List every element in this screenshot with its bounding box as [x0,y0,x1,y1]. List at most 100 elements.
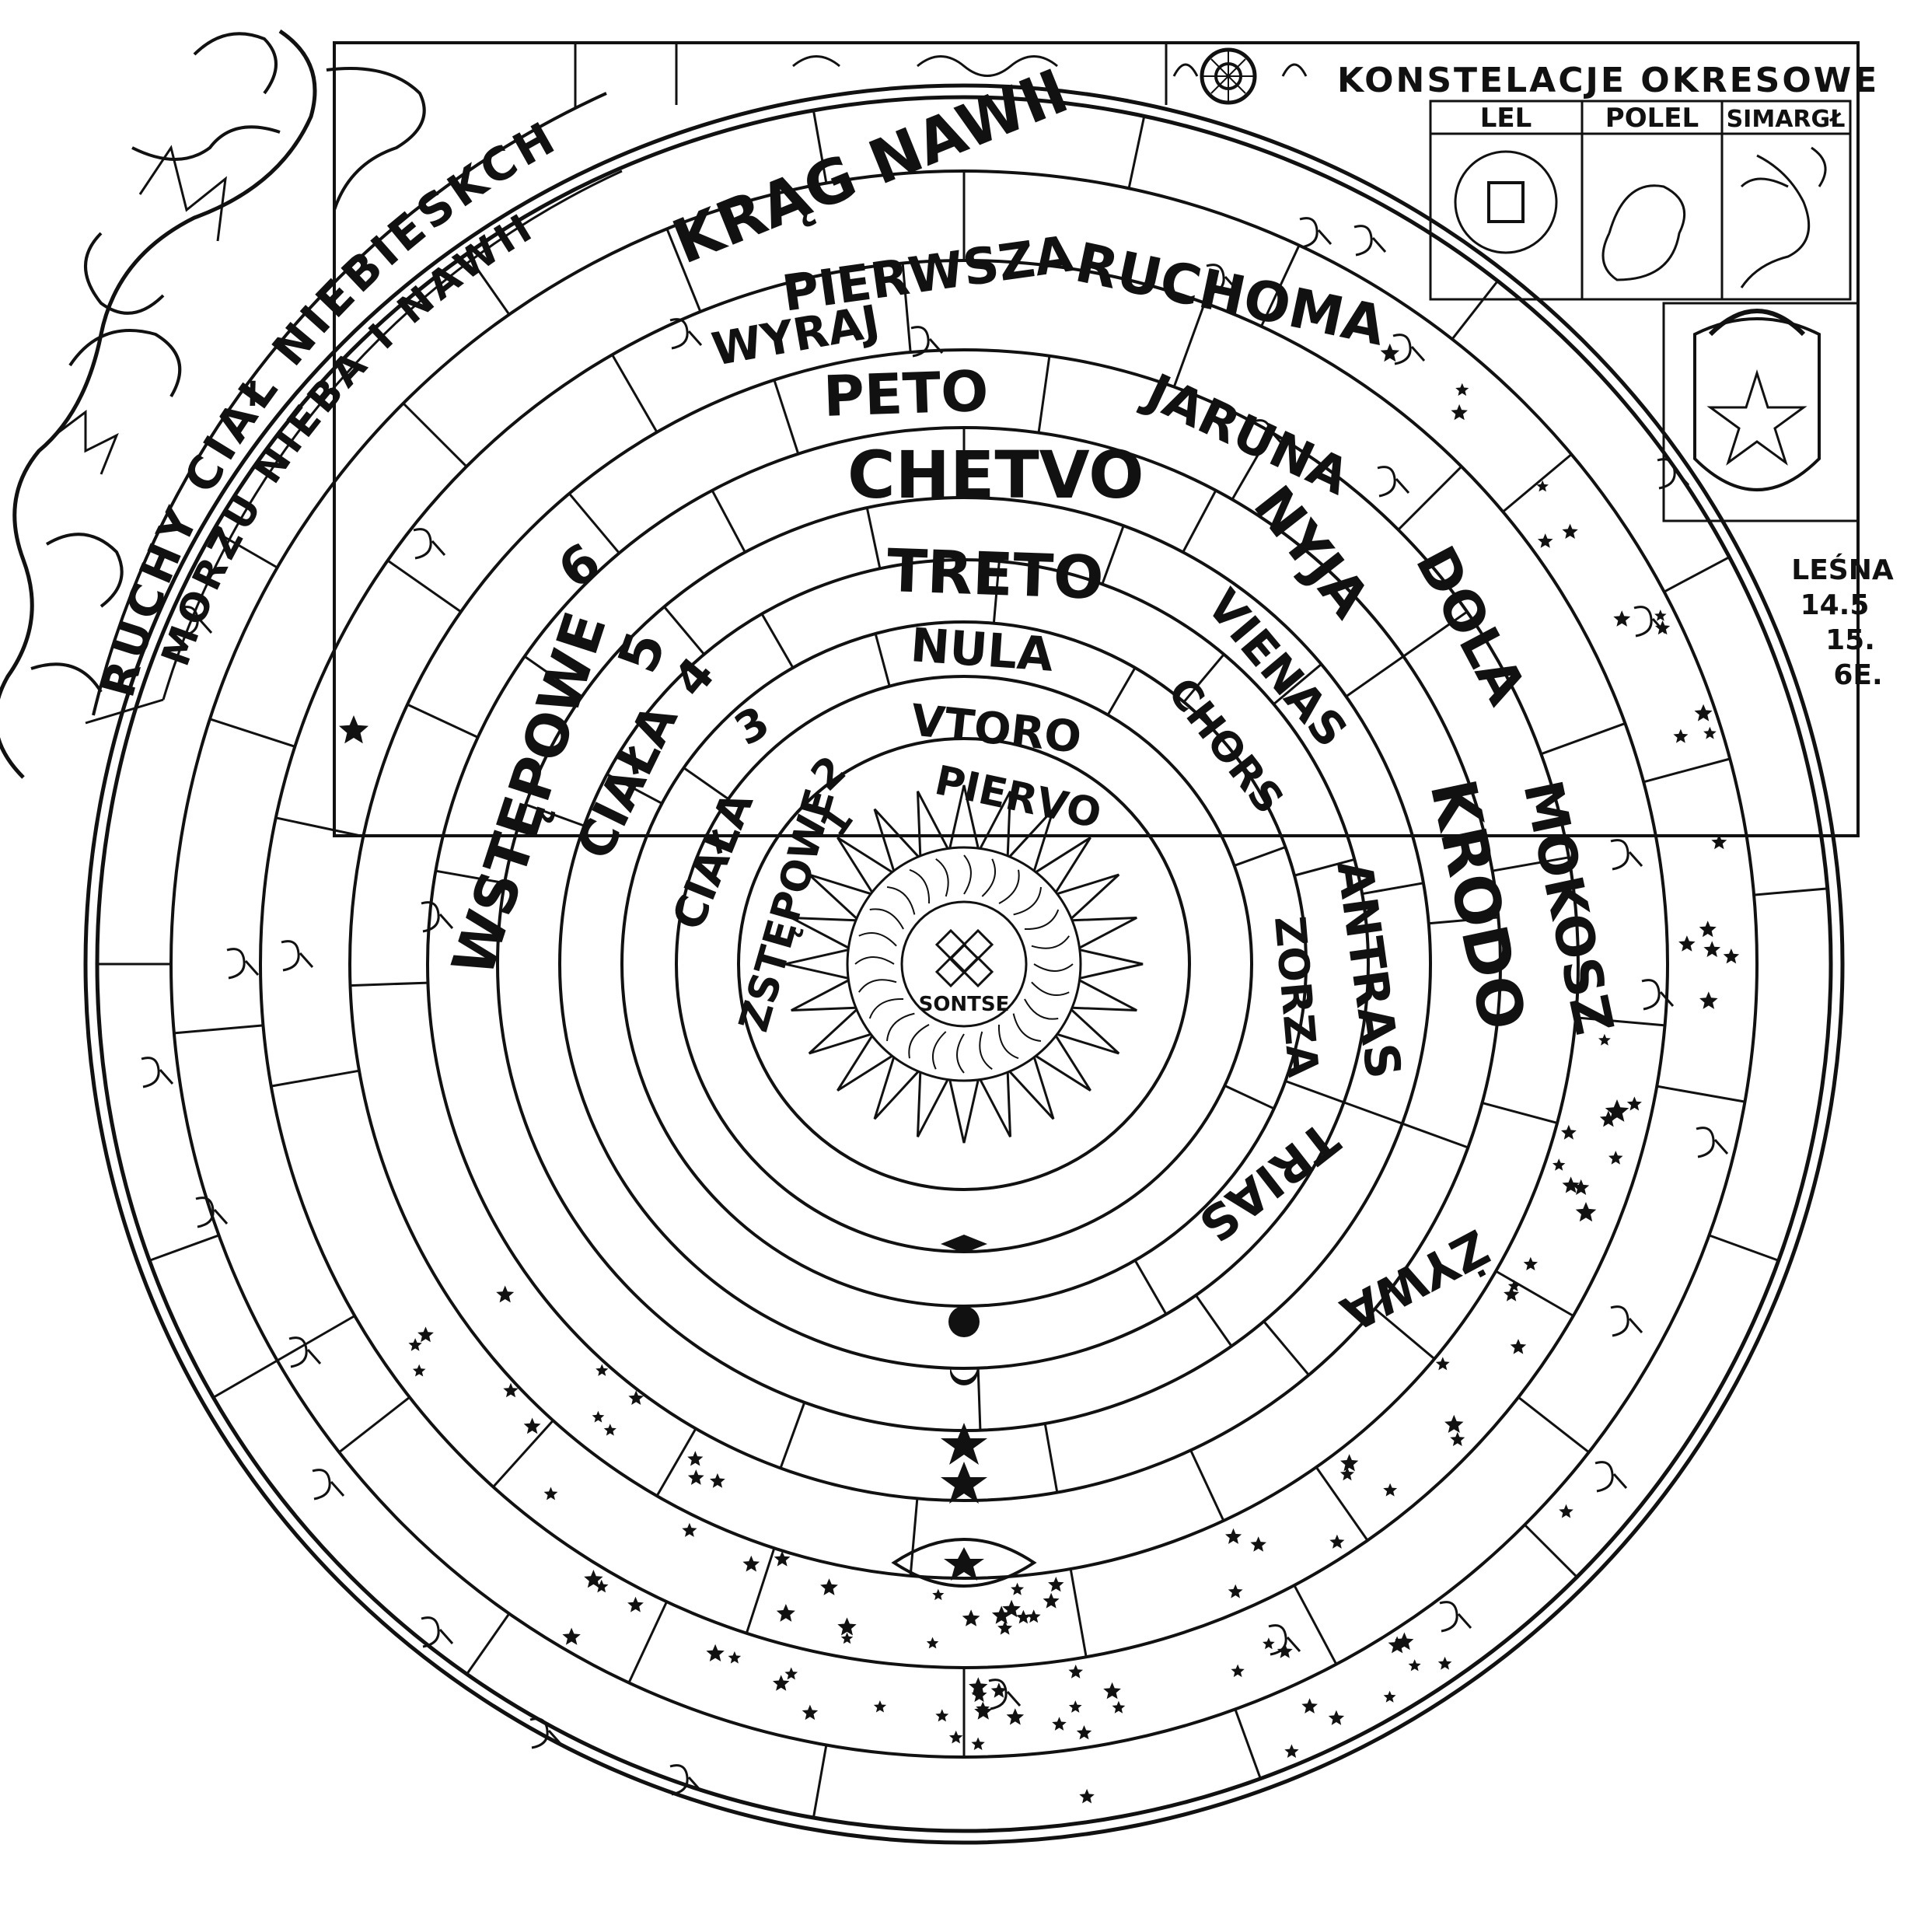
star-icon [976,1701,990,1715]
sector-divider [1663,556,1731,593]
star-icon [1112,1700,1126,1714]
svg-text:15.: 15. [1825,624,1875,656]
sun-flame [869,908,904,930]
glyph-icon [226,948,260,980]
sector-divider [492,1420,554,1488]
sector-divider [1482,1102,1558,1124]
sector-divider [1518,1396,1590,1454]
star-icon [603,1424,616,1436]
sector-divider [812,110,828,183]
star-icon [1026,1609,1041,1623]
sector-divider [1101,525,1125,585]
star-icon [1079,1788,1095,1804]
star-icon [1444,1414,1464,1433]
star-icon [1599,1110,1617,1127]
star-icon [1437,1656,1452,1670]
star-icon [991,1605,1011,1624]
star-icon [1006,1708,1025,1725]
sun-ray [916,1072,949,1137]
glyph-icon [1633,606,1667,638]
star-icon [1388,1636,1406,1654]
label-zywa: ŻYWA [1332,1218,1498,1343]
star-icon [412,1364,426,1377]
planet-dot [948,1306,980,1337]
moon-icon [950,1367,978,1385]
sector-divider [1753,887,1828,896]
sector-divider [435,869,505,885]
sector-divider [276,1315,355,1362]
glyph-icon [1439,1601,1472,1633]
glyph-icon [1657,458,1690,490]
sun-flame [886,886,916,915]
star-icon [1455,383,1469,397]
star-icon [1598,1033,1611,1046]
ring-circle [737,737,1191,1191]
glyph-icon [669,318,703,350]
star-icon [1613,610,1631,627]
star-icon [926,1637,939,1649]
sun-flame [932,1031,947,1070]
sector-divider [1451,280,1499,341]
sun-flame [858,932,897,947]
glyph-icon [1268,1624,1301,1656]
sector-divider [711,490,746,553]
star-icon [1552,1158,1566,1171]
sontse-mark [934,928,994,988]
star-icon [595,1579,609,1593]
svg-text:14.5: 14.5 [1801,589,1870,621]
star-icon [1562,523,1578,539]
sector-divider [1231,431,1273,501]
star-icon [1536,480,1549,492]
sector-divider [271,1069,360,1088]
glyph-icon [421,901,454,933]
svg-text:6E.: 6E. [1833,659,1882,691]
sector-divider [1273,663,1322,705]
star-icon [1678,935,1696,952]
sector-divider [1343,1101,1403,1125]
label-jaruna: JARUNA [1135,362,1358,507]
star-field [339,343,1740,1804]
star-icon [1301,1698,1318,1714]
star-icon [774,1550,791,1567]
sector-divider [1374,1308,1436,1360]
label-ciala2: CIAŁA [663,784,764,937]
sector-divider [663,606,705,655]
star-icon [1076,1725,1092,1740]
svg-text:LEŚNA: LEŚNA [1791,554,1894,586]
sun-ray [837,837,893,893]
star-icon [1340,1454,1359,1472]
star-icon [971,1737,985,1750]
sun-flame [868,997,904,1019]
acanthus-ornament [0,29,426,779]
glyph-icon [1377,466,1410,498]
star-icon [1723,949,1740,964]
sun-flame [908,1024,930,1059]
sector-divider [976,1368,982,1431]
sun-flame [1031,935,1071,949]
star-icon [990,1682,1008,1698]
sun-flame [854,956,895,965]
glyph-icon [1392,334,1426,365]
star-icon [339,715,368,744]
star-icon [523,1417,541,1434]
sun-ray [1008,1057,1055,1120]
star-icon [1328,1710,1345,1725]
sector-divider [1643,757,1731,784]
sun-ray [948,784,980,849]
sector-divider [1294,858,1355,877]
sector-divider [1043,1423,1059,1493]
sun-ray [1057,1008,1120,1055]
sun-ray [1008,808,1055,872]
sector-divider [901,263,912,353]
sun-ray [979,1072,1012,1137]
star-icon [1383,1483,1398,1497]
label-vtoro: VTORO [909,695,1084,763]
sector-divider [665,228,702,313]
sun-ray [837,1035,893,1092]
star-icon [628,1390,644,1405]
star-icon [1451,404,1468,421]
sun-ray [873,1057,920,1120]
star-icon [1043,1592,1060,1609]
star-icon [1626,1096,1642,1111]
